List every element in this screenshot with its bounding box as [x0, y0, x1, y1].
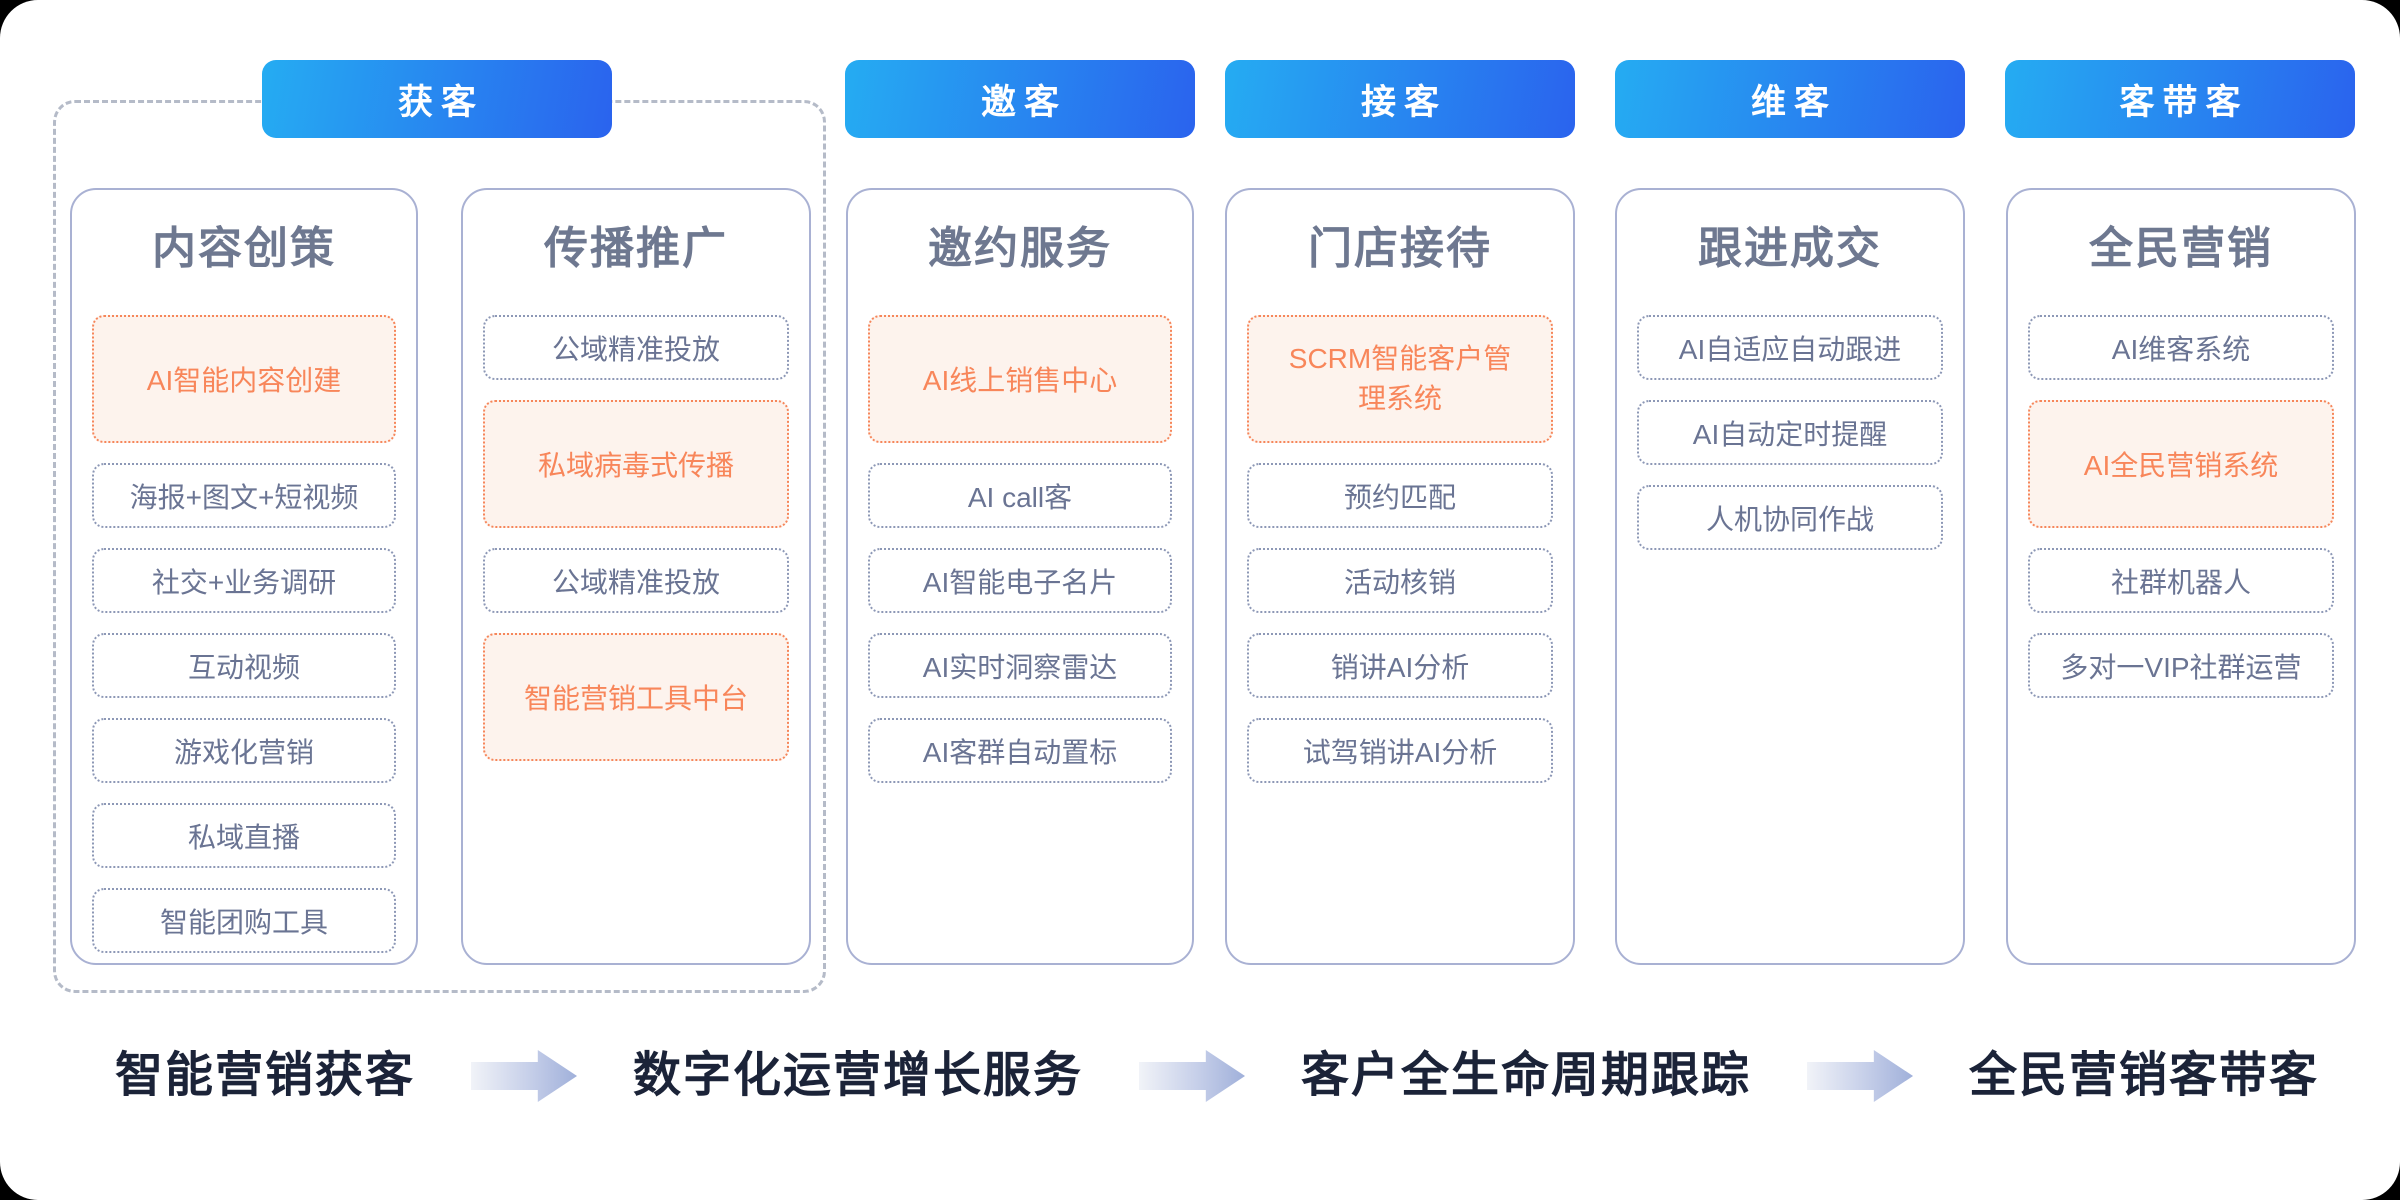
stage-pill-acquire: 获客: [262, 60, 612, 138]
column-card-everyone-marketing: 全民营销 AI维客系统 AI全民营销系统 社群机器人 多对一VIP社群运营: [2006, 188, 2356, 965]
feature-item: AI自适应自动跟进: [1637, 315, 1943, 380]
feature-item: 社交+业务调研: [92, 548, 396, 613]
feature-item-highlight: AI线上销售中心: [868, 315, 1172, 443]
column-card-content-planning: 内容创策 AI智能内容创建 海报+图文+短视频 社交+业务调研 互动视频 游戏化…: [70, 188, 418, 965]
feature-item: AI智能电子名片: [868, 548, 1172, 613]
column-card-promotion: 传播推广 公域精准投放 私域病毒式传播 公域精准投放 智能营销工具中台: [461, 188, 811, 965]
bottom-flow: 智能营销获客 数字化运营增长服务 客户全生命周期跟踪 全民营销客带客: [115, 1044, 2319, 1108]
feature-item: AI自动定时提醒: [1637, 400, 1943, 465]
right-arrow-icon: [1807, 1050, 1914, 1102]
column-card-store-reception: 门店接待 SCRM智能客户管理系统 预约匹配 活动核销 销讲AI分析 试驾销讲A…: [1225, 188, 1575, 965]
item-list: AI线上销售中心 AI call客 AI智能电子名片 AI实时洞察雷达 AI客群…: [868, 315, 1172, 783]
feature-item: 多对一VIP社群运营: [2028, 633, 2334, 698]
feature-item: 活动核销: [1247, 548, 1553, 613]
feature-item: 公域精准投放: [483, 315, 789, 380]
item-list: 公域精准投放 私域病毒式传播 公域精准投放 智能营销工具中台: [483, 315, 789, 761]
flow-step: 全民营销客带客: [1969, 1049, 2320, 1102]
item-list: AI维客系统 AI全民营销系统 社群机器人 多对一VIP社群运营: [2028, 315, 2334, 698]
stage-pill-invite: 邀客: [845, 60, 1195, 138]
feature-item: 游戏化营销: [92, 718, 396, 783]
feature-item-highlight: SCRM智能客户管理系统: [1247, 315, 1553, 443]
flow-step: 数字化运营增长服务: [633, 1049, 1084, 1102]
feature-item: 互动视频: [92, 633, 396, 698]
item-list: AI智能内容创建 海报+图文+短视频 社交+业务调研 互动视频 游戏化营销 私域…: [92, 315, 396, 953]
column-title: 全民营销: [2089, 224, 2273, 273]
feature-item-highlight: 私域病毒式传播: [483, 400, 789, 528]
stage-pill-receive: 接客: [1225, 60, 1575, 138]
stage-pill-referral: 客带客: [2005, 60, 2355, 138]
item-list: SCRM智能客户管理系统 预约匹配 活动核销 销讲AI分析 试驾销讲AI分析: [1247, 315, 1553, 783]
feature-item: 预约匹配: [1247, 463, 1553, 528]
feature-item: AI实时洞察雷达: [868, 633, 1172, 698]
column-card-follow-up-deal: 跟进成交 AI自适应自动跟进 AI自动定时提醒 人机协同作战: [1615, 188, 1965, 965]
feature-item: AI客群自动置标: [868, 718, 1172, 783]
column-title: 跟进成交: [1698, 224, 1882, 273]
stage-pill-retain: 维客: [1615, 60, 1965, 138]
feature-item-highlight: 智能营销工具中台: [483, 633, 789, 761]
feature-item: 销讲AI分析: [1247, 633, 1553, 698]
feature-item-highlight: AI全民营销系统: [2028, 400, 2334, 528]
feature-item: 海报+图文+短视频: [92, 463, 396, 528]
feature-item: 人机协同作战: [1637, 485, 1943, 550]
right-arrow-icon: [471, 1050, 578, 1102]
column-title: 门店接待: [1308, 224, 1492, 273]
flow-step: 客户全生命周期跟踪: [1301, 1049, 1752, 1102]
feature-item: 社群机器人: [2028, 548, 2334, 613]
feature-item: 智能团购工具: [92, 888, 396, 953]
column-title: 传播推广: [544, 224, 728, 273]
feature-item-highlight: AI智能内容创建: [92, 315, 396, 443]
feature-item: 公域精准投放: [483, 548, 789, 613]
feature-item: AI维客系统: [2028, 315, 2334, 380]
feature-item: 私域直播: [92, 803, 396, 868]
column-title: 内容创策: [152, 224, 336, 273]
right-arrow-icon: [1139, 1050, 1246, 1102]
feature-item: 试驾销讲AI分析: [1247, 718, 1553, 783]
flow-step: 智能营销获客: [115, 1049, 416, 1102]
column-card-invitation-service: 邀约服务 AI线上销售中心 AI call客 AI智能电子名片 AI实时洞察雷达…: [846, 188, 1194, 965]
item-list: AI自适应自动跟进 AI自动定时提醒 人机协同作战: [1637, 315, 1943, 550]
feature-item: AI call客: [868, 463, 1172, 528]
column-title: 邀约服务: [928, 224, 1112, 273]
